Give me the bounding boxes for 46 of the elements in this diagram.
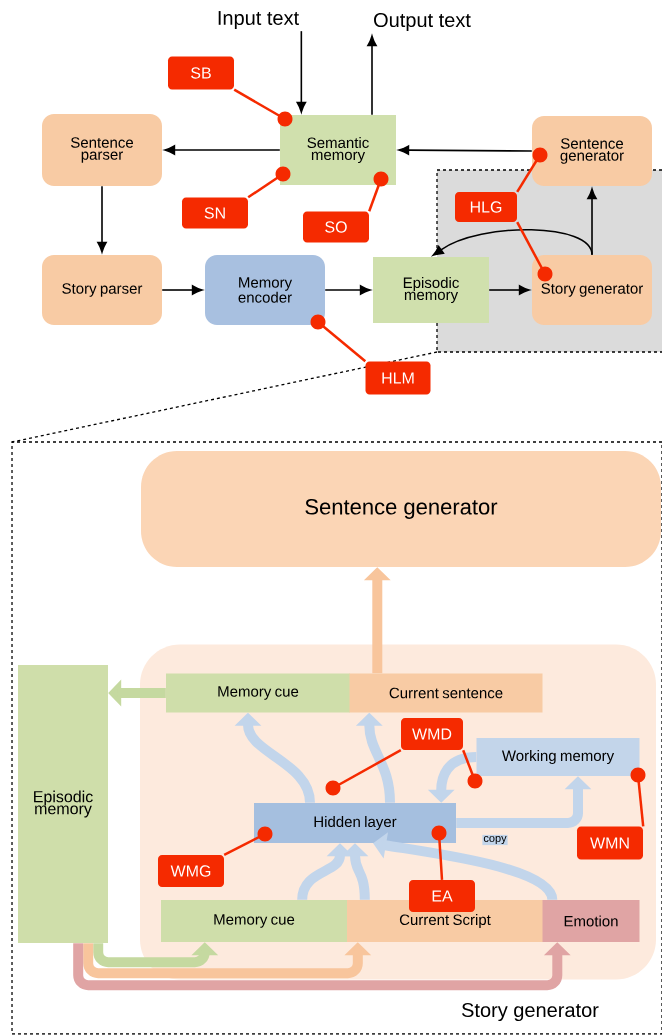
vector-box: Current sentence	[349, 673, 543, 713]
process-box: Memory encoder	[205, 255, 325, 325]
callout-tag: HLG	[455, 192, 517, 222]
arrow	[296, 30, 307, 113]
leader-line	[247, 166, 291, 199]
arrow	[488, 285, 530, 295]
arrow	[97, 185, 107, 253]
process-box: Story generator	[532, 255, 652, 325]
process-box: Sentence generator	[532, 116, 652, 186]
layer-box: Hidden layer	[254, 803, 456, 843]
arrow	[432, 229, 593, 256]
callout-tag: SN	[182, 197, 248, 229]
arrow	[324, 285, 371, 295]
callout-tag: EA	[409, 880, 475, 912]
arrow	[398, 145, 533, 155]
generator-box: Sentence generator	[141, 451, 661, 567]
process-box: Sentence parser	[42, 114, 162, 186]
callout-tag: WMD	[401, 718, 463, 750]
output-label: Output text	[374, 12, 471, 32]
arrow	[164, 145, 281, 155]
leader-line	[368, 171, 389, 212]
leader-line	[223, 826, 273, 856]
leader-line	[325, 749, 402, 796]
leader-line	[516, 147, 548, 193]
leader-line	[431, 825, 447, 880]
leader-line	[462, 749, 483, 789]
callout-tag: WMG	[158, 855, 224, 887]
leader-line	[516, 221, 553, 282]
callout-tag: HLM	[365, 361, 431, 395]
callout-tag: SO	[303, 211, 369, 243]
process-box: Story parser	[42, 255, 162, 325]
leader-line	[310, 314, 367, 363]
process-box: Episodic memory	[373, 257, 489, 323]
edge-label: copy	[482, 834, 508, 846]
vector-box: Memory cue	[166, 673, 350, 713]
vector-box: Working memory	[476, 738, 640, 776]
memory-bar: Episodic memory	[18, 665, 108, 943]
callout-tag: WMN	[577, 826, 643, 860]
vector-box: Memory cue	[161, 900, 347, 942]
leader-line	[233, 88, 293, 127]
callout-tag: SB	[168, 56, 234, 90]
arrow	[367, 35, 377, 116]
arrow	[161, 285, 203, 295]
leader-line	[630, 767, 646, 827]
input-label: Input text	[218, 11, 299, 29]
process-box: Semantic memory	[280, 115, 396, 185]
